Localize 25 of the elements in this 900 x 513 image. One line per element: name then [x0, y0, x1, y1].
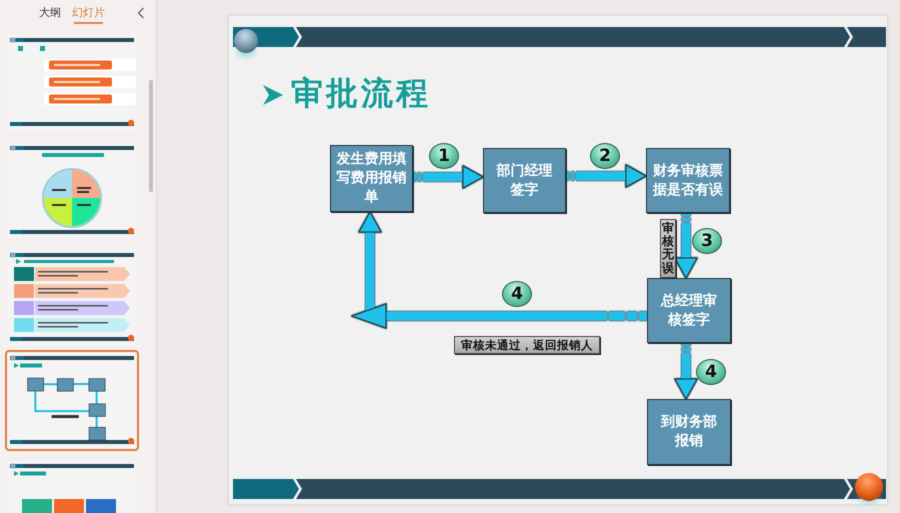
- flow-arrow: [413, 166, 484, 188]
- step-text: 部门经理签字: [496, 162, 554, 200]
- slide-title: 审批流程: [291, 73, 431, 113]
- slides-tab: 幻灯片: [69, 4, 108, 24]
- step-number: 1: [429, 143, 459, 169]
- return-arrow: [351, 212, 647, 329]
- annotation-tag: 审核未通过，返回报销人: [454, 336, 600, 354]
- process-box: [330, 145, 413, 212]
- step-text: 发生费用填写费用报销单: [336, 150, 408, 207]
- process-box: [646, 148, 730, 213]
- flow-arrow: [566, 164, 646, 188]
- process-box: [483, 148, 566, 213]
- outline-tab: 大纲: [36, 4, 64, 24]
- step-text: 财务审核票据是否有误: [652, 162, 724, 200]
- step-number: 4: [696, 359, 726, 385]
- flow-arrow: [674, 213, 698, 278]
- step-text: 到财务部报销: [660, 413, 718, 451]
- process-box: [647, 399, 731, 465]
- annotation-tag: 审核无误: [660, 219, 676, 278]
- process-box: [647, 278, 731, 343]
- step-text: 总经理审核签字: [660, 292, 718, 330]
- step-number: 2: [590, 143, 620, 169]
- step-number: 4: [502, 281, 532, 307]
- step-number: 3: [692, 228, 722, 254]
- flow-arrow: [674, 343, 698, 400]
